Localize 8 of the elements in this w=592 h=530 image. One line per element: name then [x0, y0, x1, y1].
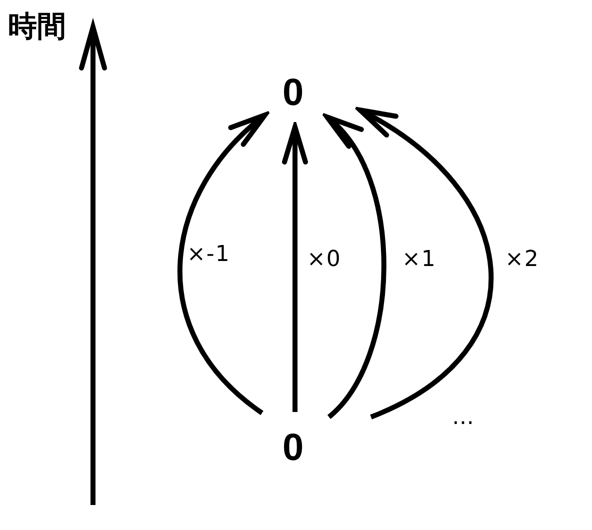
arrow: [324, 114, 386, 419]
axis-label: 時間: [8, 12, 66, 41]
arrow: [178, 112, 268, 415]
arrow: [358, 108, 494, 420]
number-label: 0: [282, 429, 304, 467]
number-label: 0: [282, 74, 304, 112]
arrow: [282, 124, 308, 412]
ellipsis: …: [452, 407, 474, 429]
